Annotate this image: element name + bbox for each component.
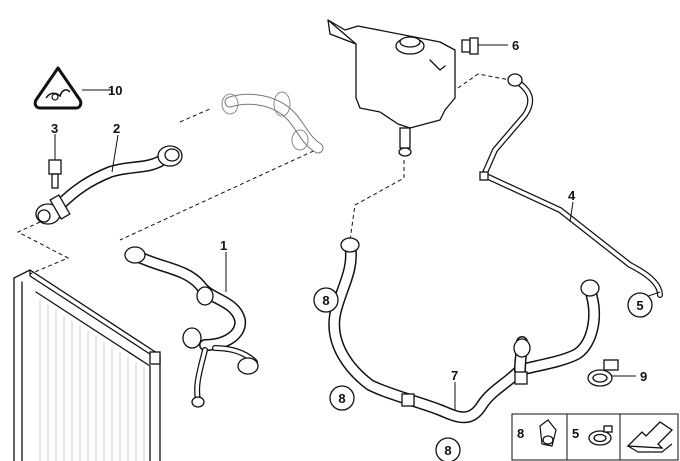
hose-clip-icon <box>539 419 557 447</box>
vent-line-4 <box>479 73 663 298</box>
hose-clamp-icon <box>588 425 613 446</box>
hose-7 <box>328 237 600 424</box>
hot-coolant-warning-icon <box>33 66 83 110</box>
circled-callout-8c: 8 <box>435 437 461 461</box>
legend-8-label: 8 <box>517 426 524 441</box>
hose-1 <box>124 246 259 408</box>
circled-8c-label: 8 <box>444 443 451 458</box>
callout-7: 7 <box>451 368 458 383</box>
radiator <box>13 269 161 461</box>
hose-2 <box>35 145 183 225</box>
callout-10: 10 <box>108 83 122 98</box>
callout-2: 2 <box>113 121 120 136</box>
callout-1: 1 <box>220 238 227 253</box>
ghost-hose <box>221 91 324 154</box>
temperature-sensor <box>48 159 62 189</box>
circled-8b-label: 8 <box>338 391 345 406</box>
connection-lines <box>16 73 511 275</box>
legend-box: 8 5 <box>511 413 679 461</box>
callout-3: 3 <box>51 121 58 136</box>
expansion-tank <box>327 19 456 157</box>
circled-callout-8a: 8 <box>313 287 339 313</box>
circled-8a-label: 8 <box>322 293 329 308</box>
callout-6: 6 <box>512 38 519 53</box>
legend-5-label: 5 <box>572 426 579 441</box>
callouts: 1 2 3 4 6 7 9 10 <box>51 38 647 384</box>
callout-9: 9 <box>640 369 647 384</box>
clamp-9 <box>587 359 619 387</box>
screw-plug <box>461 37 479 55</box>
callout-4: 4 <box>568 188 576 203</box>
circled-5-label: 5 <box>636 298 643 313</box>
circled-callout-8b: 8 <box>329 385 355 411</box>
arrow-icon <box>626 421 674 453</box>
circled-callout-5: 5 <box>627 292 653 318</box>
